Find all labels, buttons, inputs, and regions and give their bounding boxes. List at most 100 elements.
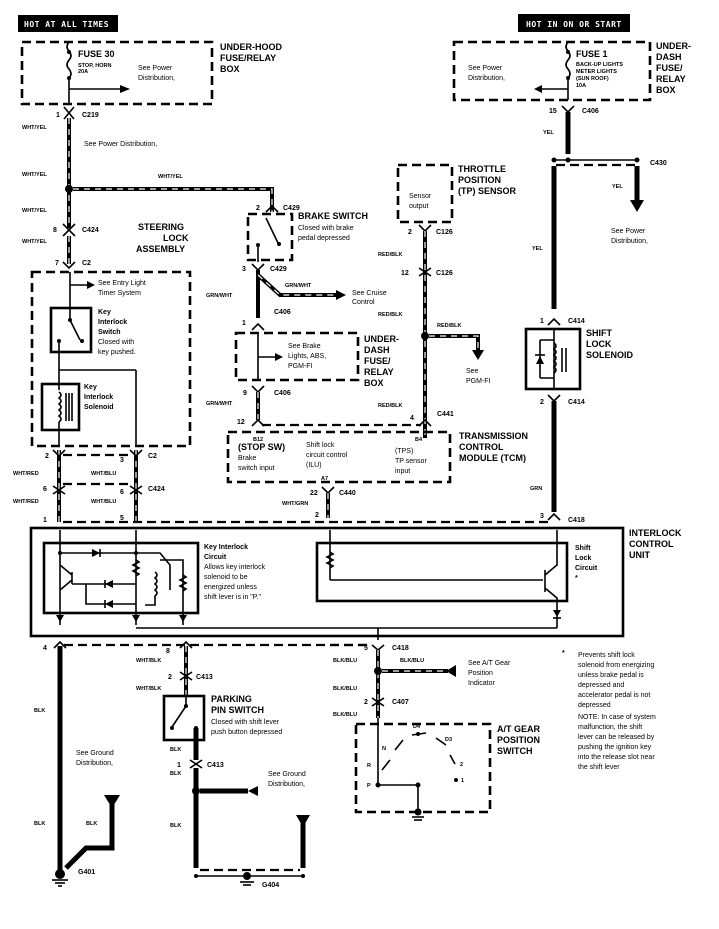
icu-pin-5: 5 <box>120 515 124 522</box>
fuse-1-desc-3: (SUN ROOF) <box>576 76 609 82</box>
brake-lights-label-3: PGM-FI <box>288 363 313 370</box>
gear-p: P <box>367 783 371 789</box>
gear-selector-icon <box>375 732 458 821</box>
c126a-pin: 2 <box>408 229 412 236</box>
g401-label: G401 <box>78 869 95 876</box>
see-ground-2a: See Ground <box>268 771 306 778</box>
underdash2-label-2: DASH <box>364 345 390 355</box>
c406a-connector-icon <box>251 322 265 331</box>
underdash2-label-1: UNDER- <box>364 334 399 344</box>
sensor-output-label-2: output <box>409 203 429 210</box>
diode-icon <box>553 610 561 617</box>
ground-connector-icon <box>248 786 258 796</box>
wire-label-wht-blu-2: WHT/BLU <box>91 499 116 505</box>
parking-desc-2: push button depressed <box>211 729 282 736</box>
cruise-label-2: Control <box>352 299 375 306</box>
c406a-label: C406 <box>274 309 291 316</box>
wire-label-wht-yel-2: WHT/YEL <box>22 172 47 178</box>
c406-top-pin: 15 <box>549 108 557 115</box>
c413b-pin: 1 <box>177 762 181 769</box>
arrow-right-icon <box>120 85 130 93</box>
footnote-5: accelerator pedal is not <box>578 692 650 699</box>
note-4: pushing the ignition key <box>578 744 652 751</box>
shift-circuit-label-2: Lock <box>575 555 591 562</box>
under-dash-fuse-box-2 <box>234 331 360 382</box>
icu-pin-2: 2 <box>315 512 319 519</box>
key-switch-label-4: Closed with <box>98 339 134 346</box>
resistor-icon <box>131 559 141 577</box>
fuse-box-label-1: UNDER-HOOD <box>220 42 282 52</box>
note-1: NOTE: In case of system <box>578 714 656 721</box>
fuse-1-desc-1: BACK-UP LIGHTS <box>576 62 623 68</box>
note-2: malfunction, the shift <box>578 724 642 731</box>
key-interlock-switch <box>49 306 93 354</box>
icu-label-1: INTERLOCK <box>629 528 682 538</box>
key-interlock-solenoid <box>40 382 81 432</box>
c126b-label: C126 <box>436 270 453 277</box>
underdash2-label-5: BOX <box>364 378 384 388</box>
fuse-30-amps: 20A <box>78 69 88 75</box>
key-switch-label-1: Key <box>98 309 111 316</box>
footnote-3: unless brake pedal is <box>578 672 644 679</box>
tcm-stop-label-1: (STOP SW) <box>238 442 285 452</box>
sensor-output-label-1: Sensor <box>409 193 432 200</box>
tcm-a7: A7 <box>321 476 328 482</box>
key-switch-label-2: Interlock <box>98 319 127 326</box>
c406b-pin: 9 <box>243 390 247 397</box>
underdash2-label-3: FUSE/ <box>364 356 391 366</box>
wire-label-yel-2: YEL <box>612 184 623 190</box>
entry-light-label-2: Timer System <box>98 290 141 297</box>
connector-arrow-icon <box>446 665 456 677</box>
shift-lock-solenoid-label-3: SOLENOID <box>586 350 634 360</box>
fuse-1-desc-2: METER LIGHTS <box>576 69 617 75</box>
c414b-connector-icon <box>547 394 561 403</box>
c2b-pin-right: 3 <box>120 457 124 464</box>
coil-icon <box>57 391 62 423</box>
c424-connector-icon <box>62 223 76 237</box>
cruise-label-1: See Cruise <box>352 290 387 297</box>
resistor-icon <box>178 574 188 592</box>
wire-label-blk-2: BLK <box>34 821 45 827</box>
see-power-dist-3b: Distribution, <box>468 75 505 82</box>
note-5: into the release slot near <box>578 754 655 761</box>
c2a-pin: 7 <box>55 260 59 267</box>
c424-bottom-connector-icon <box>52 485 143 495</box>
tcm-label-3: MODULE (TCM) <box>459 453 526 463</box>
wire-label-red-blk-4: RED/BLK <box>378 403 402 409</box>
wire-label-wht-blk-1: WHT/BLK <box>136 658 161 664</box>
wire-label-blk-blu-3: BLK/BLU <box>333 686 357 692</box>
c219-label: C219 <box>82 112 99 119</box>
ground-icon <box>52 869 68 887</box>
diode-icon <box>132 615 140 622</box>
wire-label-yel-1: YEL <box>543 130 554 136</box>
shift-circuit-label-1: Shift <box>575 545 591 552</box>
ground-connector-icon <box>104 795 120 808</box>
diode-icon <box>179 615 187 622</box>
header-hot-at-all-times: HOT AT ALL TIMES <box>18 15 118 32</box>
g404-label: G404 <box>262 882 279 889</box>
wire-label-grn-wht-1: GRN/WHT <box>285 283 312 289</box>
splice-dot <box>421 332 429 340</box>
fuse-box-label-3: BOX <box>220 64 240 74</box>
c413a-connector-icon <box>179 671 193 681</box>
diode-icon <box>92 549 100 557</box>
icu-pin-4: 4 <box>43 645 47 652</box>
tp-sensor-label-3: (TP) SENSOR <box>458 186 517 196</box>
header-left-text: HOT AT ALL TIMES <box>24 20 109 29</box>
tcm-tps-label-3: input <box>395 468 410 475</box>
c429a-connector-icon <box>265 204 279 213</box>
wire-label-wht-blu-1: WHT/BLU <box>91 471 116 477</box>
c2-connector-icon <box>62 261 76 270</box>
c2a-label: C2 <box>82 260 91 267</box>
tcm-b4: B4 <box>415 437 423 443</box>
steering-lock-label-2: LOCK <box>163 233 189 243</box>
fuse-1-label: FUSE 1 <box>576 49 608 59</box>
footnote-1: Prevents shift lock <box>578 652 635 659</box>
brake-switch-box <box>246 212 294 262</box>
key-circuit-label-6: shift lever is in "P." <box>204 594 261 601</box>
tcm-ilu-label-1: Shift lock <box>306 442 335 449</box>
shift-lock-solenoid-label-2: LOCK <box>586 339 612 349</box>
steering-lock-assembly-box <box>30 270 192 448</box>
key-circuit-label-4: solenoid to be <box>204 574 248 581</box>
see-ground-1a: See Ground <box>76 750 114 757</box>
